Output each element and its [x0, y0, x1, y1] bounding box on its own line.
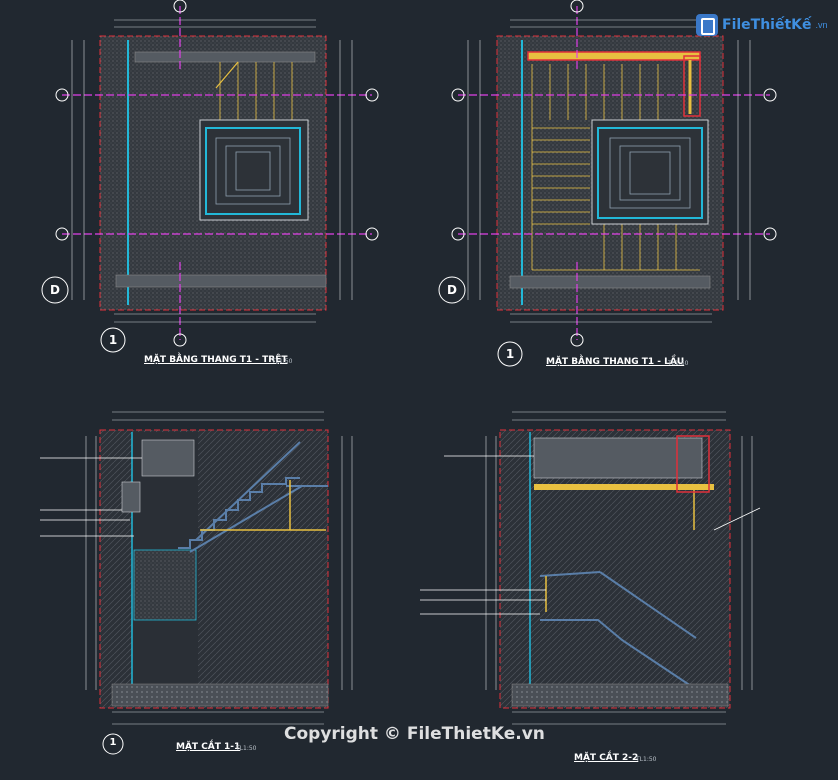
plan-upper-beam-bottom	[509, 275, 711, 289]
plan-upper-dimensions	[467, 19, 751, 323]
plan-upper-railing-top	[527, 51, 701, 61]
section-2-scale: TL1:50	[636, 756, 657, 763]
logo-name: FileThiếtKế	[722, 17, 812, 33]
section-2-2	[420, 411, 761, 725]
section-1-stair-profile	[178, 477, 300, 549]
file-icon	[696, 14, 718, 36]
plan-ground-stair-flight	[215, 61, 293, 120]
plan-ground-floor	[41, 0, 379, 353]
section-1-grid-number: 1	[109, 737, 117, 748]
logo-domain: .vn	[815, 20, 828, 30]
section-1-1	[40, 411, 353, 755]
plan-upper-railing-right	[683, 55, 701, 117]
plan-upper-title: MẶT BẰNG THANG T1 - LẦU	[546, 357, 685, 367]
section-2-stair-profile	[540, 619, 695, 689]
copyright-watermark: Copyright © FileThietKe.vn	[284, 724, 545, 744]
section-1-scale: TL1:50	[236, 745, 257, 752]
plan-ground-beam-bottom	[115, 274, 327, 288]
section-2-beam	[533, 437, 703, 479]
plan-ground-grid-lines	[62, 6, 372, 340]
plan-upper-grid-lines	[458, 6, 770, 340]
section-1-title: MẶT CẮT 1-1	[176, 742, 241, 752]
plan-upper-stair-treads	[531, 64, 700, 271]
plan-ground-scale: TL1:50	[272, 358, 293, 365]
plan-upper-grid-letter: D	[447, 283, 457, 297]
section-2-foundation	[511, 683, 729, 707]
section-2-title: MẶT CẮT 2-2	[574, 753, 639, 763]
section-1-dimensions	[85, 411, 353, 725]
plan-ground-title: MẶT BẰNG THANG T1 - TRỆT	[144, 355, 288, 365]
section-2-leader-lines	[420, 455, 761, 615]
plan-ground-beam-top	[134, 51, 316, 63]
plan-ground-grid-number: 1	[108, 333, 118, 347]
plan-upper-grid-number: 1	[505, 347, 515, 361]
plan-upper-elevator-shaft	[591, 119, 709, 225]
plan-upper-axis-bubbles	[438, 0, 777, 367]
section-1-axis-bubble	[102, 733, 124, 755]
plan-ground-dimensions	[71, 19, 353, 323]
plan-ground-axis-bubbles	[41, 0, 379, 353]
plan-ground-grid-letter: D	[50, 283, 60, 297]
section-1-leader-lines	[40, 457, 142, 537]
section-2-dimensions	[485, 411, 753, 725]
section-2-detail-callout	[676, 435, 710, 493]
section-1-foundation	[111, 683, 329, 707]
plan-upper-floor	[438, 0, 777, 367]
section-2-landing-upper	[534, 484, 714, 490]
plan-upper-scale: TL1:50	[668, 360, 689, 367]
site-logo: FileThiếtKế .vn	[696, 14, 828, 36]
section-1-beam	[141, 439, 195, 477]
